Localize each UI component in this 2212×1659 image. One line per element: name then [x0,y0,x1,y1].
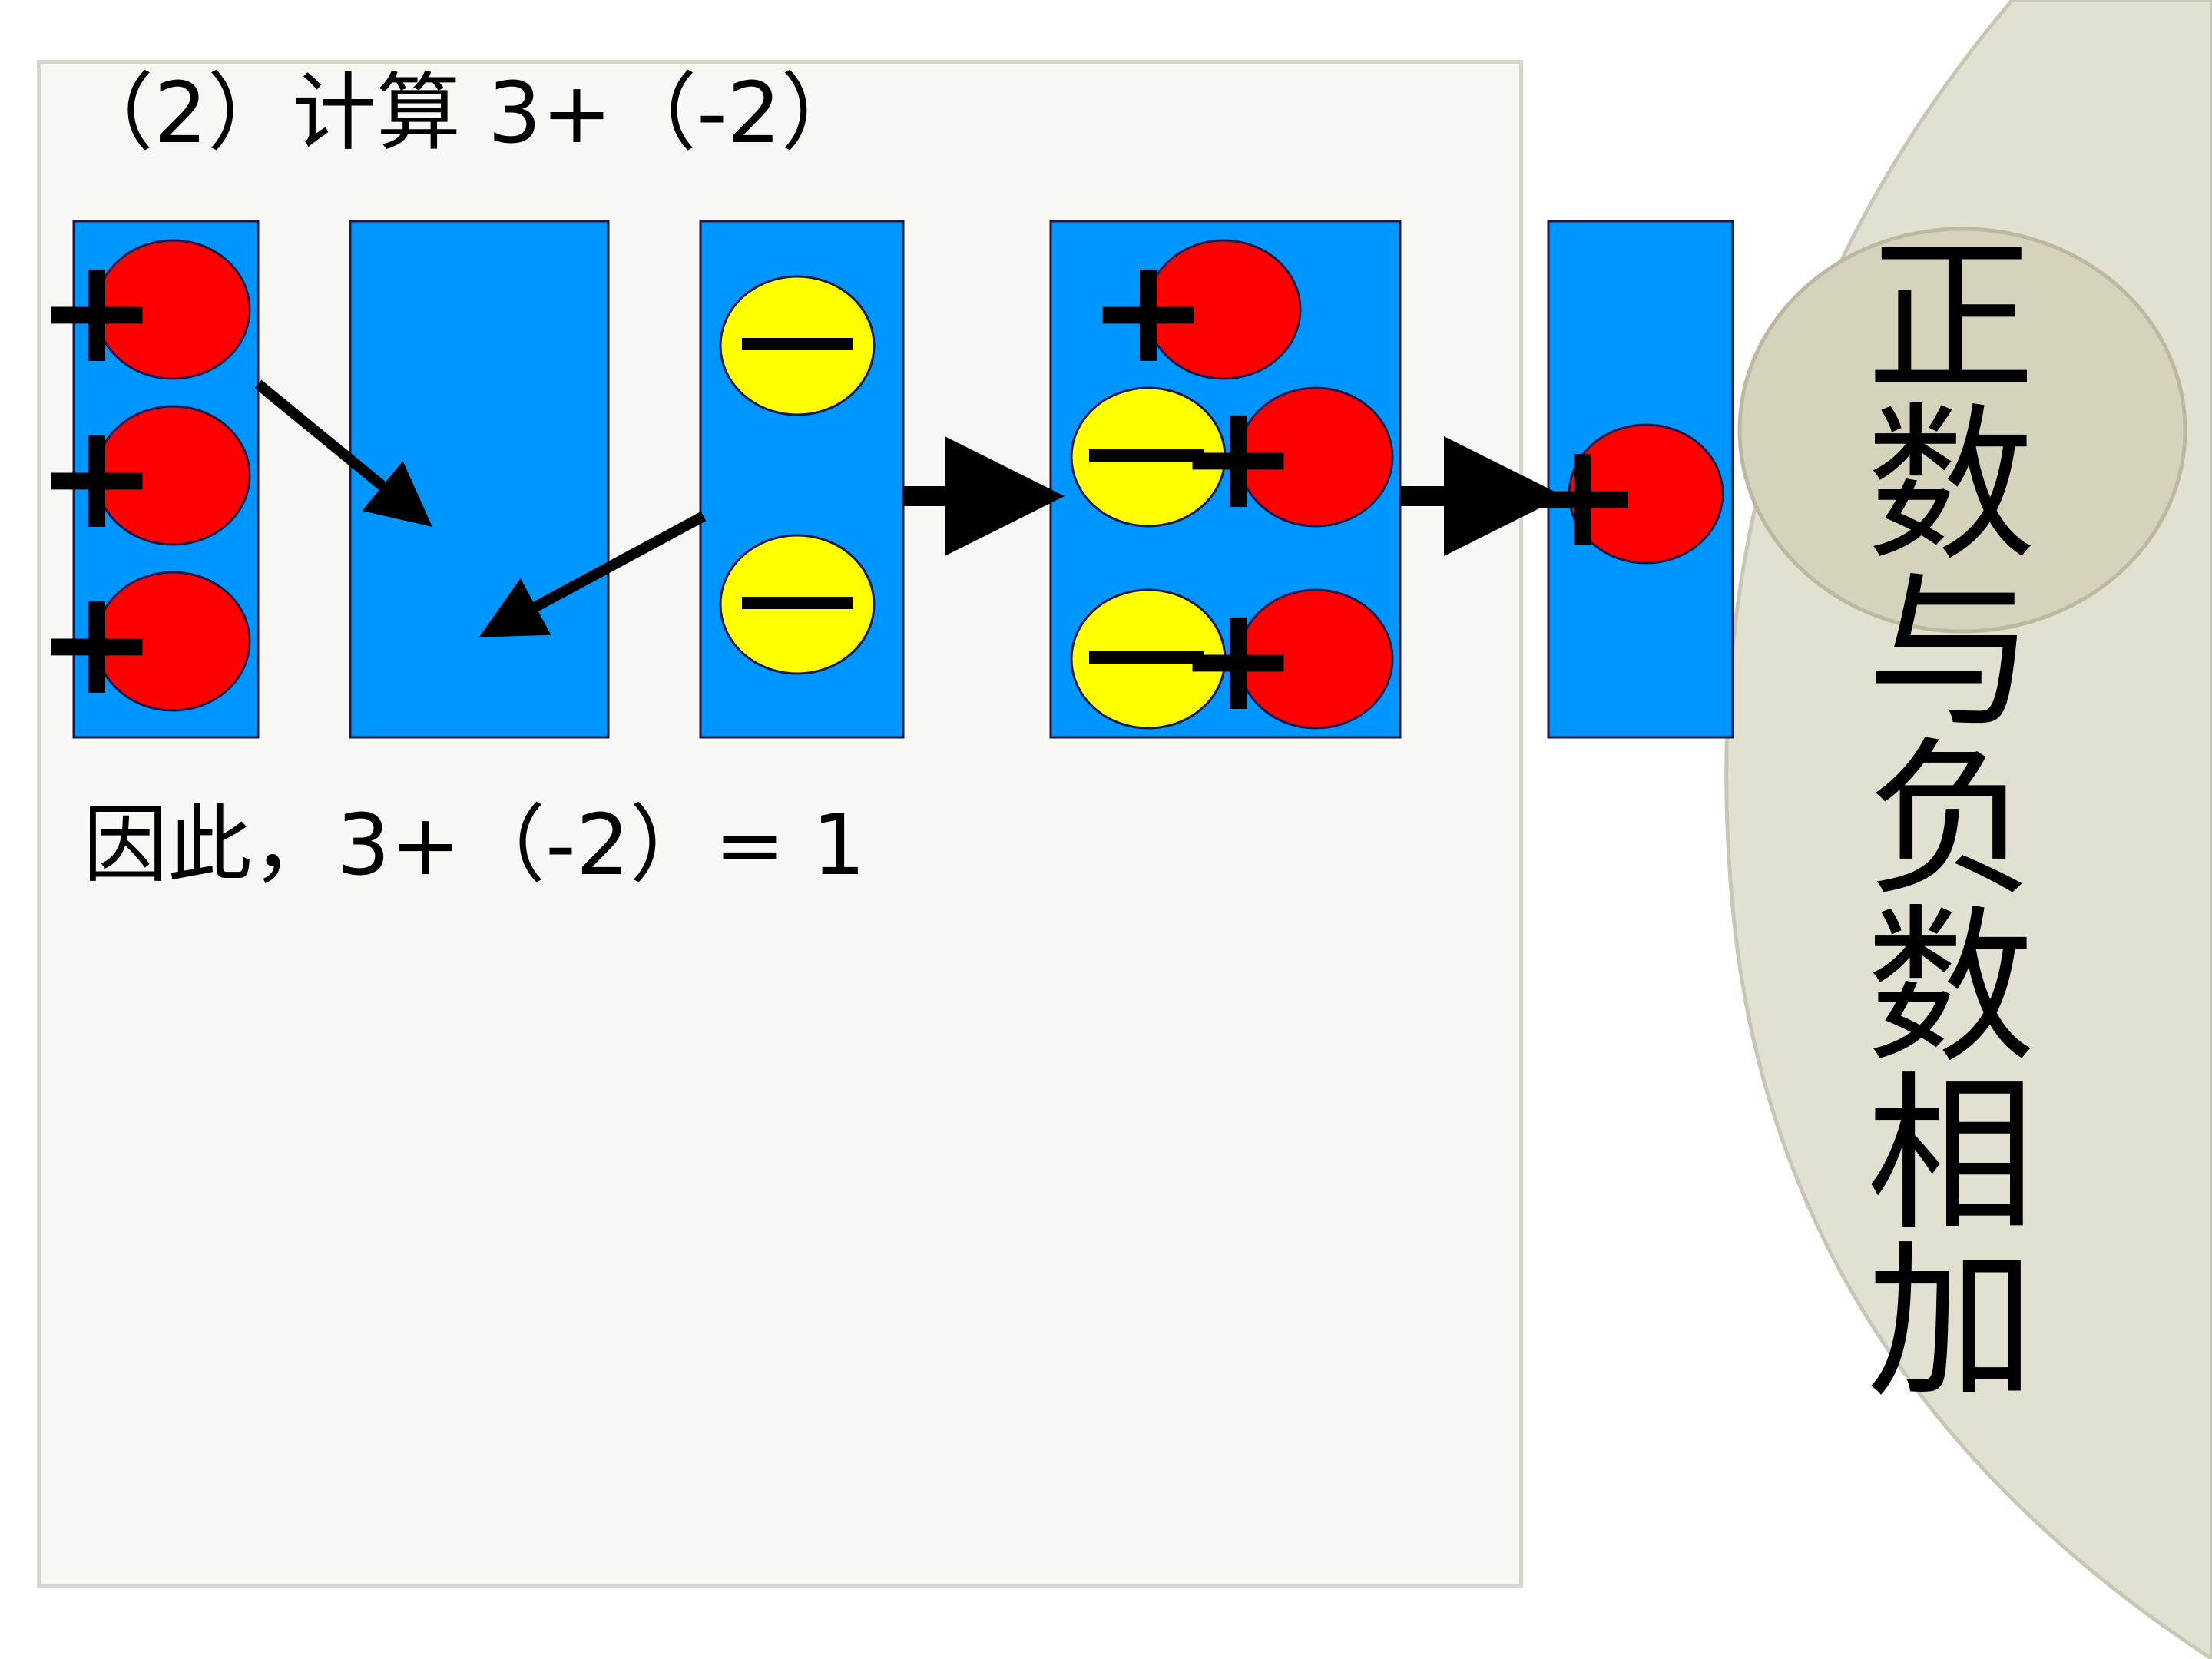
zero-pair: + [1070,574,1394,743]
positive-sign: + [1087,226,1209,396]
positive-sign: + [1177,372,1299,541]
arrow-positive-to-middle [254,379,432,527]
problem-title: （2）计算 3+（-2） [69,64,866,162]
side-title-char: 与 [1866,555,2036,751]
negative-sign [1089,449,1204,462]
side-title-char: 数 [1866,387,2036,584]
positive-counter: + [35,226,251,396]
box-empty-combine [349,220,610,739]
arrow-negative-to-middle [478,511,707,637]
side-title-char: 负 [1866,722,2036,919]
side-title-char: 加 [1866,1224,2036,1421]
positive-sign: + [35,392,157,561]
negative-sign [1089,651,1204,664]
decorative-ellipse [1737,227,2187,634]
negative-sign [742,597,853,609]
positive-sign: + [1177,574,1299,743]
negative-counter [719,534,876,675]
zero-pair: + [1070,372,1394,541]
positive-counter: + [1087,226,1302,396]
side-title-char: 相 [1866,1057,2036,1253]
conclusion-text: 因此，3+（-2）= 1 [83,796,866,894]
positive-counter: + [35,558,251,727]
side-title-char: 正 [1866,220,2036,416]
positive-sign: + [35,558,157,727]
side-title-char: 数 [1866,889,2036,1086]
negative-counter [719,275,876,416]
side-title: 正 数 与 负 数 相 加 [1866,220,2036,1421]
positive-counter: + [35,392,251,561]
negative-sign [742,338,853,350]
positive-sign: + [35,226,157,396]
